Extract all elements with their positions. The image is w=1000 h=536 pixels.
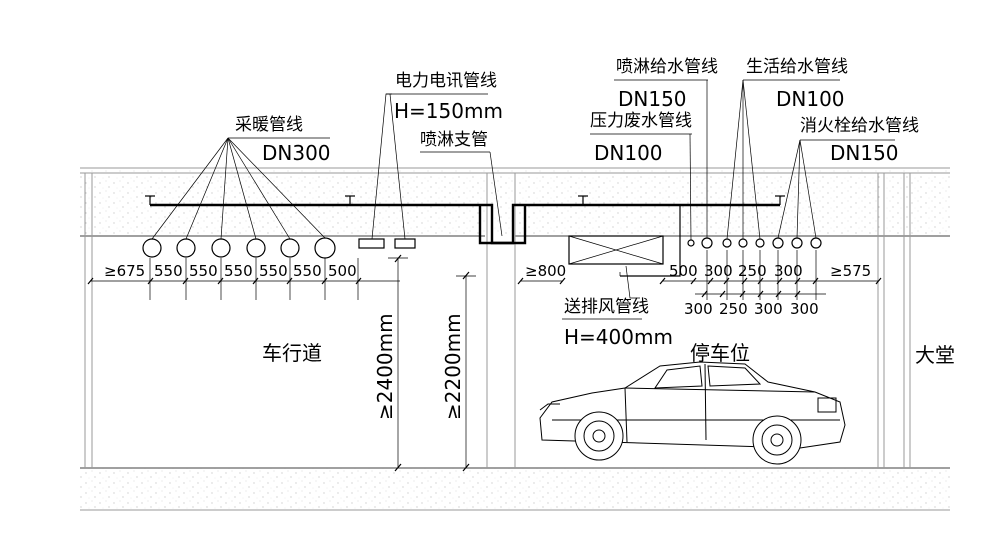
dim-left-2: 550 (189, 262, 218, 280)
sprinkler-supply-label: 喷淋给水管线 (616, 57, 718, 77)
ventilation-duct (568, 235, 664, 299)
dim-right-top-2: 250 (738, 262, 767, 280)
sprinkler-main-pipe (145, 195, 785, 277)
power-pipe-label: 电力电讯管线 (395, 71, 497, 91)
lobby-label: 大堂 (915, 343, 955, 367)
dim-right-end: ≥575 (830, 262, 871, 280)
dimension-lines (87, 250, 882, 472)
heating-pipe-label: 采暖管线 (235, 115, 303, 135)
dim-left-4: 550 (259, 262, 288, 280)
domestic-water-label: 生活给水管线 (746, 57, 848, 77)
ventilation-height-label: H=400mm (564, 325, 673, 349)
dim-right-top-3: 300 (774, 262, 803, 280)
power-trays (358, 93, 488, 249)
hydrant-dn-label: DN150 (830, 141, 899, 165)
dim-mid: ≥800 (525, 262, 566, 280)
dim-left-1: 550 (154, 262, 183, 280)
dim-right-bottom-0: 300 (684, 300, 713, 318)
dim-left-6: 500 (328, 262, 357, 280)
dim-right-top-0: 500 (669, 262, 698, 280)
dim-right-bottom-3: 300 (790, 300, 819, 318)
car (539, 361, 846, 465)
right-pipes (687, 79, 822, 249)
dim-right-top-1: 300 (704, 262, 733, 280)
heating-dn-label: DN300 (262, 141, 331, 165)
hydrant-water-label: 消火栓给水管线 (800, 116, 919, 136)
dim-right-bottom-1: 250 (719, 300, 748, 318)
clear-height-2400: ≥2400mm (373, 313, 397, 420)
domestic-dn-label: DN100 (776, 87, 845, 111)
clear-height-2200: ≥2200mm (441, 313, 465, 420)
heating-pipes (142, 137, 336, 259)
floor-slab (80, 467, 950, 511)
parking-label: 停车位 (690, 341, 750, 365)
dim-right-bottom-2: 300 (754, 300, 783, 318)
sprinkler-dn-label: DN150 (618, 87, 687, 111)
dim-left-0: ≥675 (104, 262, 145, 280)
driveway-label: 车行道 (262, 341, 322, 365)
power-height-label: H=150mm (394, 99, 503, 123)
pressure-waste-label: 压力废水管线 (590, 111, 692, 131)
pressure-dn-label: DN100 (594, 141, 663, 165)
columns (84, 173, 911, 468)
dim-left-5: 550 (293, 262, 322, 280)
ventilation-label: 送排风管线 (564, 297, 649, 317)
dim-left-3: 550 (224, 262, 253, 280)
sprinkler-branch-label: 喷淋支管 (420, 130, 488, 150)
